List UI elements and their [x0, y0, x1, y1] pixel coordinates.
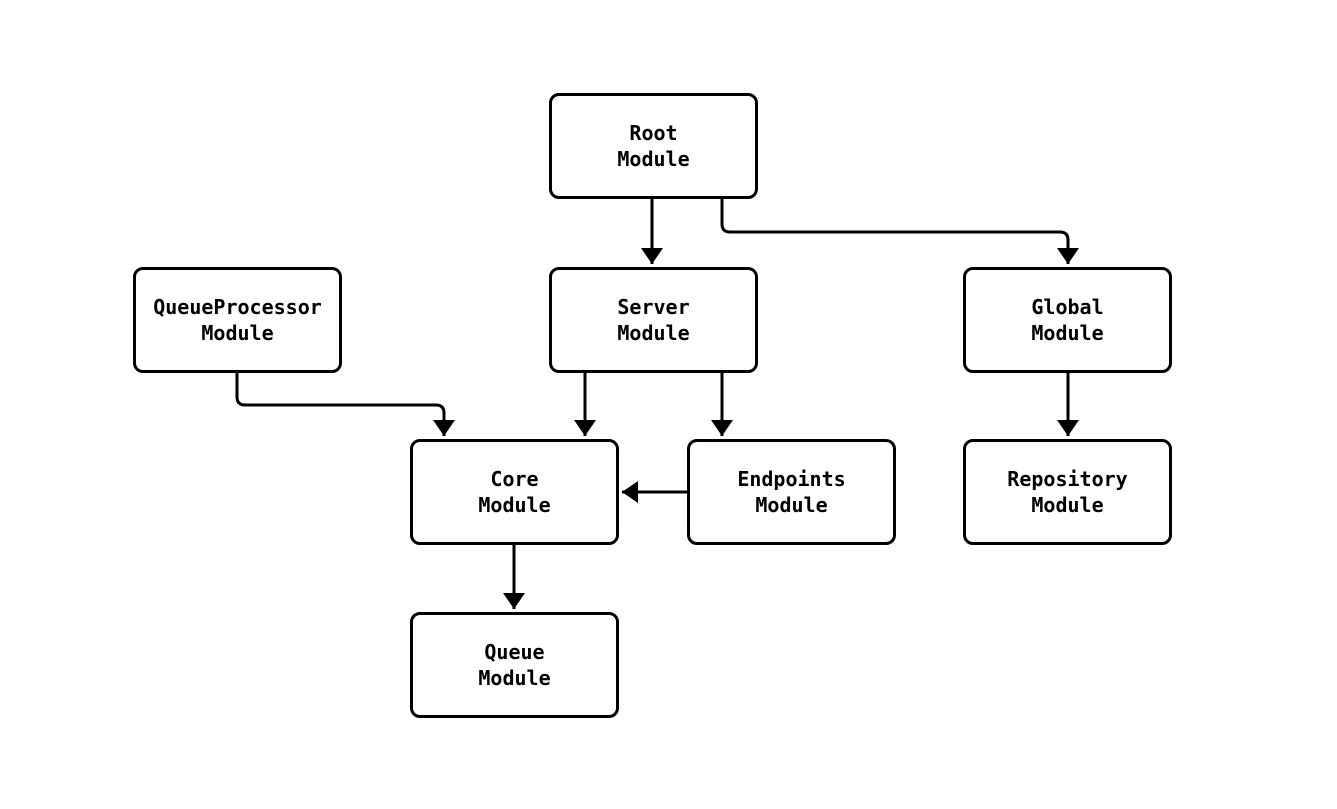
edge-root-to-global — [720, 197, 1079, 264]
node-label: Repository Module — [1007, 467, 1128, 517]
node-endpoints-module: Endpoints Module — [687, 439, 896, 545]
node-root-module: Root Module — [549, 93, 758, 199]
node-label: Core Module — [478, 467, 551, 517]
edge-queueprocessor-to-core — [235, 373, 455, 436]
node-label: Global Module — [1031, 295, 1104, 345]
node-label: Endpoints Module — [737, 467, 846, 517]
node-label: Queue Module — [478, 640, 551, 690]
node-queue-module: Queue Module — [410, 612, 619, 718]
node-core-module: Core Module — [410, 439, 619, 545]
node-queueprocessor-module: QueueProcessor Module — [133, 267, 342, 373]
node-global-module: Global Module — [963, 267, 1172, 373]
node-server-module: Server Module — [549, 267, 758, 373]
node-label: QueueProcessor Module — [153, 295, 322, 345]
node-repository-module: Repository Module — [963, 439, 1172, 545]
node-label: Server Module — [617, 295, 690, 345]
node-label: Root Module — [617, 121, 690, 171]
